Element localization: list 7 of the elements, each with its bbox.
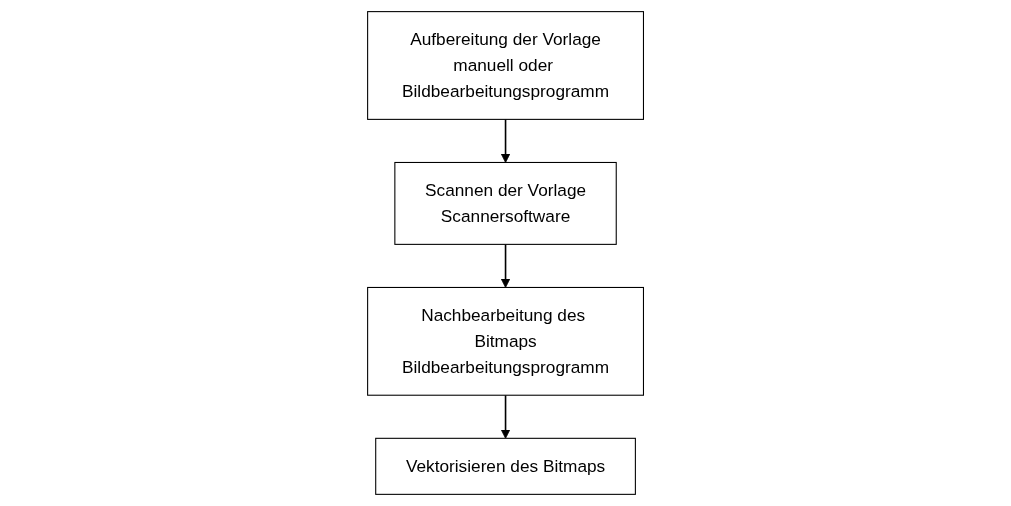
- node-box: Aufbereitung der Vorlage manuell oder Bildbearbeitungsprogramm: [367, 11, 644, 120]
- node-box: Scannen der Vorlage Scannersoftware: [394, 161, 617, 245]
- arrow: [500, 243, 511, 288]
- arrow: [500, 394, 511, 439]
- node-box: Vektorisieren des Bitmaps: [375, 437, 636, 495]
- arrow: [500, 118, 511, 163]
- node-box: Nachbearbeitung des Bitmaps Bildbearbeitungsprogramm: [367, 286, 644, 396]
